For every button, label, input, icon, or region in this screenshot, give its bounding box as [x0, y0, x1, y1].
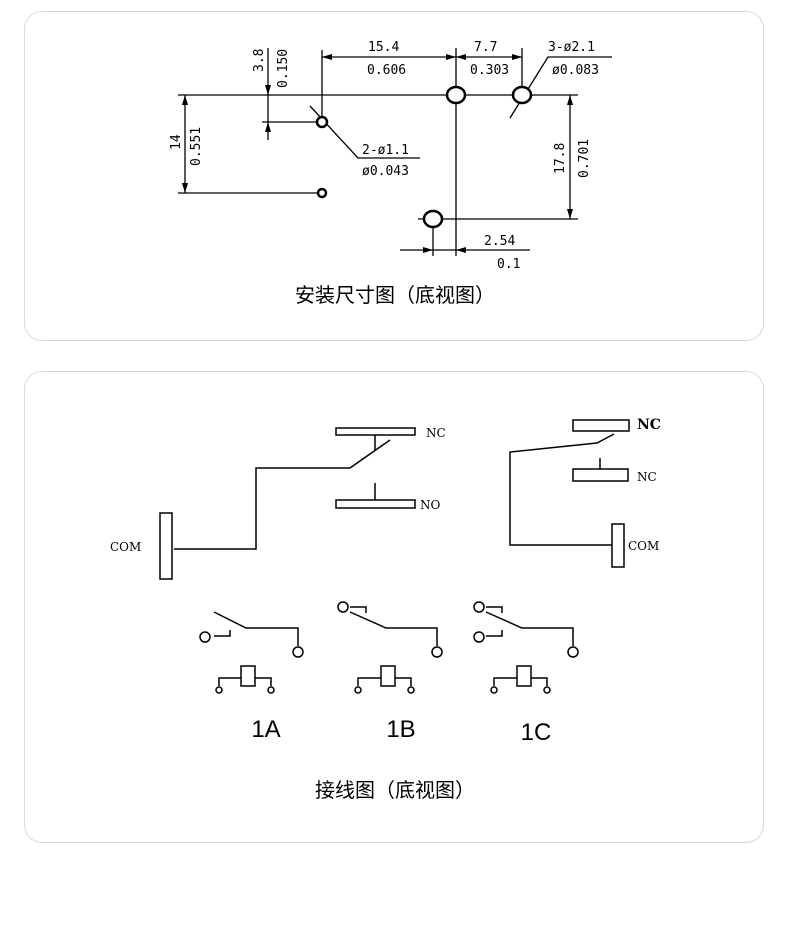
mounting-caption: 安装尺寸图（底视图）	[295, 283, 495, 307]
armature-wire-left	[174, 439, 391, 550]
coil-terminal-1c-right	[543, 686, 551, 694]
no-contact-bar-left	[335, 499, 416, 509]
large-hole-right	[511, 85, 533, 105]
com-terminal-right	[611, 523, 625, 568]
switch-arm-1b	[349, 611, 438, 646]
small-hole-upper	[315, 115, 329, 129]
dim-text-0-701: 0.701	[577, 139, 592, 178]
dim-text-0-606: 0.606	[367, 63, 406, 78]
coil-terminal-1a-right	[267, 686, 275, 694]
coil-lead-1b-left	[357, 677, 381, 686]
terminal-1a-nc	[199, 631, 211, 643]
terminal-1b-com	[431, 646, 443, 658]
arrowhead	[322, 54, 332, 60]
dim-text-3-hole: 3-ø2.1	[548, 40, 595, 55]
dim-text-0-551: 0.551	[189, 127, 204, 166]
contact-lead-1b	[350, 606, 367, 613]
contact-lead-1c-bottom	[486, 630, 503, 637]
dim-text-2-hole: 2-ø1.1	[362, 143, 409, 158]
label-right-nc-top: NC	[637, 417, 661, 433]
terminal-1c-no	[473, 631, 485, 643]
dim-text-0-303: 0.303	[470, 63, 509, 78]
dim-text-2-54: 2.54	[484, 234, 515, 249]
coil-lead-1a-left	[218, 677, 241, 686]
arrowhead	[456, 54, 466, 60]
arrowhead	[182, 95, 188, 105]
coil-1c	[516, 665, 532, 687]
variant-label-1c: 1C	[521, 719, 552, 746]
arrowhead	[567, 209, 573, 219]
terminal-1c-nc	[473, 601, 485, 613]
wiring-diagram-card	[24, 371, 764, 843]
coil-lead-1a-right	[255, 677, 272, 686]
switch-arm-1c	[485, 611, 574, 646]
label-left-com: COM	[110, 540, 141, 554]
arrowhead	[423, 247, 433, 253]
coil-terminal-1c-left	[490, 686, 498, 694]
armature-wire-right	[509, 433, 615, 546]
arrowhead	[567, 95, 573, 105]
terminal-1c-com	[567, 646, 579, 658]
dim-text-0-150: 0.150	[276, 49, 291, 88]
terminal-1b-nc	[337, 601, 349, 613]
label-left-no: NO	[420, 498, 441, 512]
dim-text-14: 14	[169, 134, 184, 150]
coil-1a	[240, 665, 256, 687]
arrowhead	[456, 247, 466, 253]
variant-label-1b: 1B	[386, 716, 415, 743]
contact-lead-1a	[214, 630, 231, 637]
variant-label-1a: 1A	[251, 716, 280, 743]
switch-arm-1a	[213, 611, 299, 646]
arrowhead	[265, 85, 271, 95]
arrowhead	[512, 54, 522, 60]
coil-1b	[380, 665, 396, 687]
nc-contact-bar-left	[335, 427, 416, 436]
dim-text-3-hole-in: ø0.083	[552, 63, 599, 78]
com-terminal-left	[159, 512, 173, 580]
coil-terminal-1b-left	[354, 686, 362, 694]
wiring-caption: 接线图（底视图）	[315, 778, 475, 802]
large-hole-bottom	[422, 209, 444, 229]
coil-lead-1c-left	[493, 677, 517, 686]
arrowhead	[182, 183, 188, 193]
dim-text-0-1: 0.1	[497, 257, 520, 272]
arrowhead	[446, 54, 456, 60]
label-right-com: COM	[628, 539, 659, 553]
dim-text-15-4: 15.4	[368, 40, 399, 55]
large-hole-center	[445, 85, 467, 105]
dim-text-3-8: 3.8	[252, 49, 267, 72]
coil-lead-1c-right	[531, 677, 548, 686]
dim-text-2-hole-in: ø0.043	[362, 164, 409, 179]
small-hole-lower	[316, 187, 328, 199]
mounting-dimension-card	[24, 11, 764, 341]
label-right-nc-bottom: NC	[637, 470, 657, 484]
nc-contact-bar-right-top	[572, 419, 630, 432]
coil-terminal-1b-right	[407, 686, 415, 694]
contact-lead-1c-top	[486, 606, 503, 613]
coil-lead-1b-right	[395, 677, 412, 686]
terminal-1a-com	[292, 646, 304, 658]
nc-contact-bar-right-bottom	[572, 468, 629, 482]
arrowhead	[265, 122, 271, 132]
label-left-nc: NC	[426, 426, 446, 440]
coil-terminal-1a-left	[215, 686, 223, 694]
dim-text-17-8: 17.8	[553, 143, 568, 174]
dim-text-7-7: 7.7	[474, 40, 497, 55]
